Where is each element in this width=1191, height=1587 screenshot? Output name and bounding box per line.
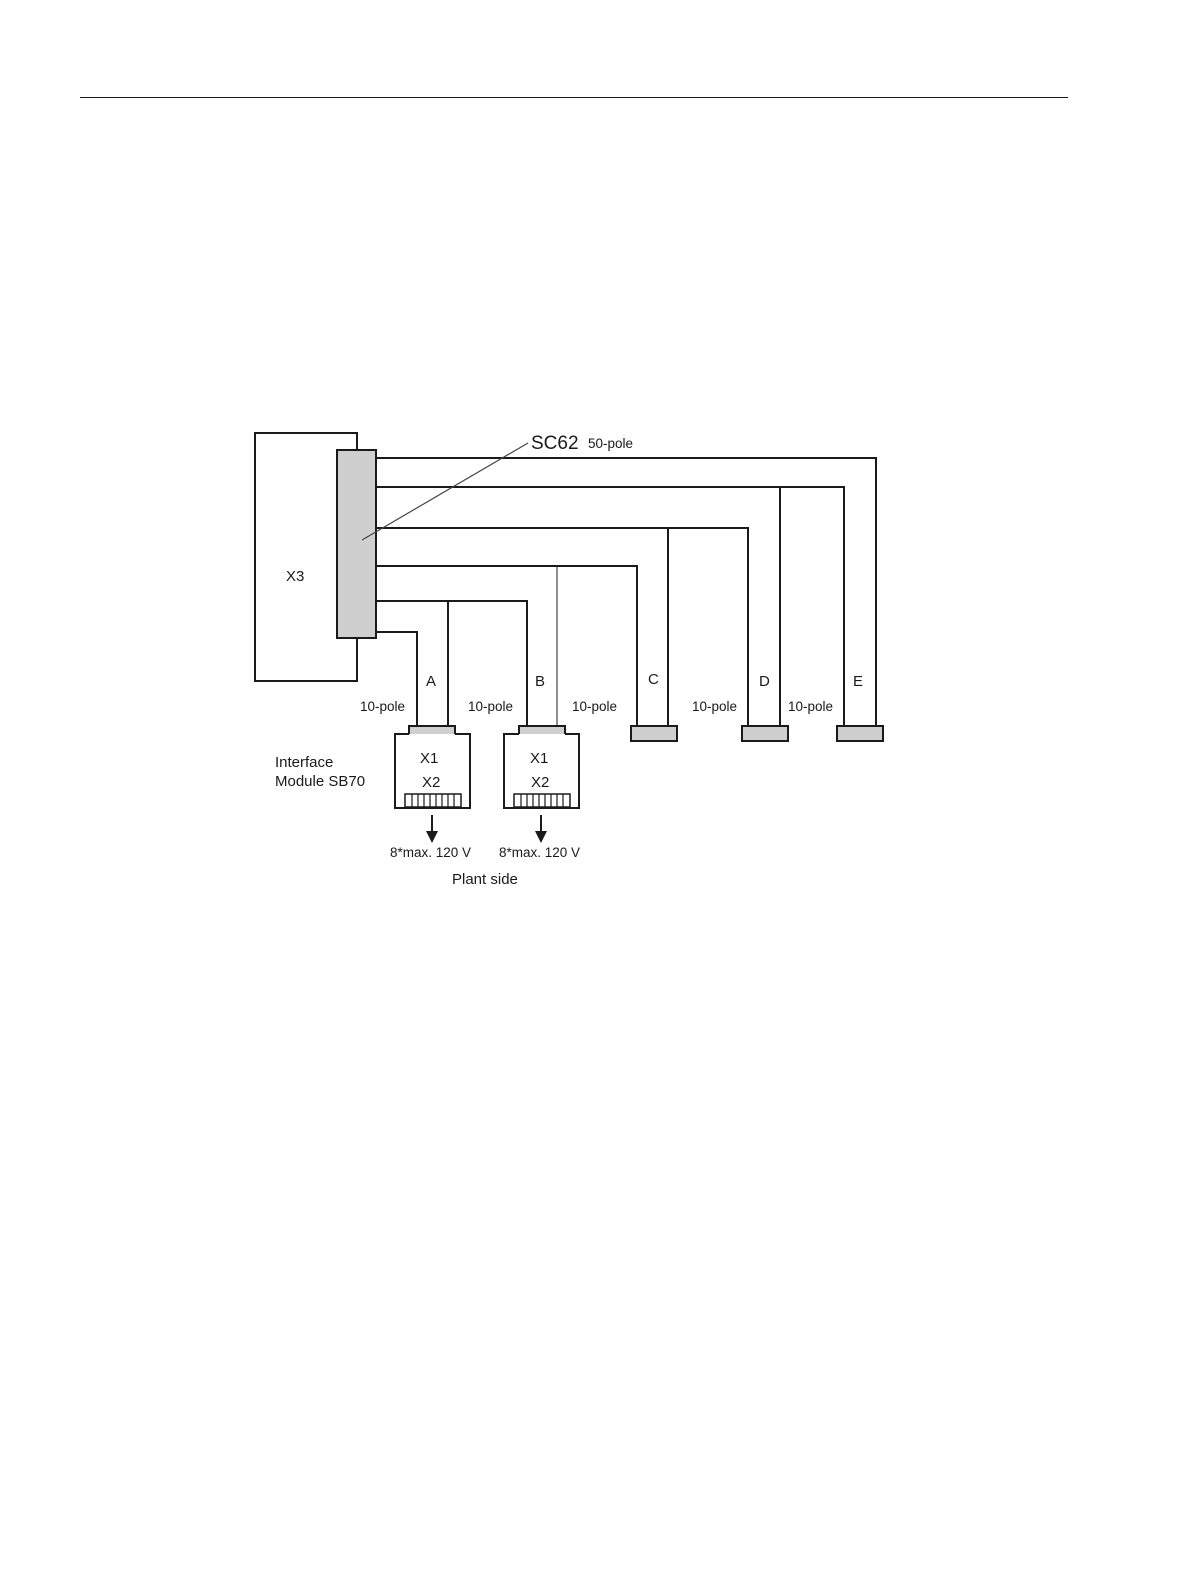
- sb70-unit-2-output: 8*max. 120 V: [499, 845, 580, 860]
- sc62-connector: [337, 450, 376, 638]
- cable-d-plug: [742, 726, 788, 741]
- sb70-unit-1-output: 8*max. 120 V: [390, 845, 471, 860]
- interface-module-line1: Interface: [275, 754, 333, 771]
- module-x3-label: X3: [286, 568, 304, 585]
- cable-e-label: E: [853, 673, 863, 690]
- cable-a-label: A: [426, 673, 436, 690]
- cable-c-poles: 10-pole: [572, 699, 617, 714]
- sb70-unit-1-x2: X2: [422, 774, 440, 791]
- cable-b-label: B: [535, 673, 545, 690]
- cable-e-poles: 10-pole: [788, 699, 833, 714]
- cable-e-wire: [376, 458, 876, 727]
- cable-a-poles: 10-pole: [360, 699, 405, 714]
- sb70-unit-2-arrowhead-icon: [535, 831, 547, 843]
- sb70-unit-2: X1 X2 8*max. 120 V: [499, 734, 580, 860]
- cable-c-wire: [376, 528, 668, 727]
- plant-side-label: Plant side: [452, 871, 518, 888]
- sc62-poles-label: 50-pole: [588, 436, 633, 451]
- cable-c-label: C: [648, 671, 659, 688]
- sb70-unit-1-arrowhead-icon: [426, 831, 438, 843]
- cable-d-label: D: [759, 673, 770, 690]
- sc62-label: SC62: [531, 433, 579, 454]
- sb70-unit-1-terminal-block: [405, 794, 461, 807]
- cable-e-plug: [837, 726, 883, 741]
- cable-c-plug: [631, 726, 677, 741]
- cable-d-wire: [376, 487, 780, 727]
- cable-wires: [376, 458, 876, 727]
- sb70-unit-2-x1: X1: [530, 750, 548, 767]
- sb70-unit-2-terminal-block: [514, 794, 570, 807]
- sb70-unit-2-x2: X2: [531, 774, 549, 791]
- cable-d-poles: 10-pole: [692, 699, 737, 714]
- interface-module-line2: Module SB70: [275, 773, 365, 790]
- cable-b-poles: 10-pole: [468, 699, 513, 714]
- sb70-unit-1-x1: X1: [420, 750, 438, 767]
- sb70-unit-1: X1 X2 8*max. 120 V: [390, 734, 471, 860]
